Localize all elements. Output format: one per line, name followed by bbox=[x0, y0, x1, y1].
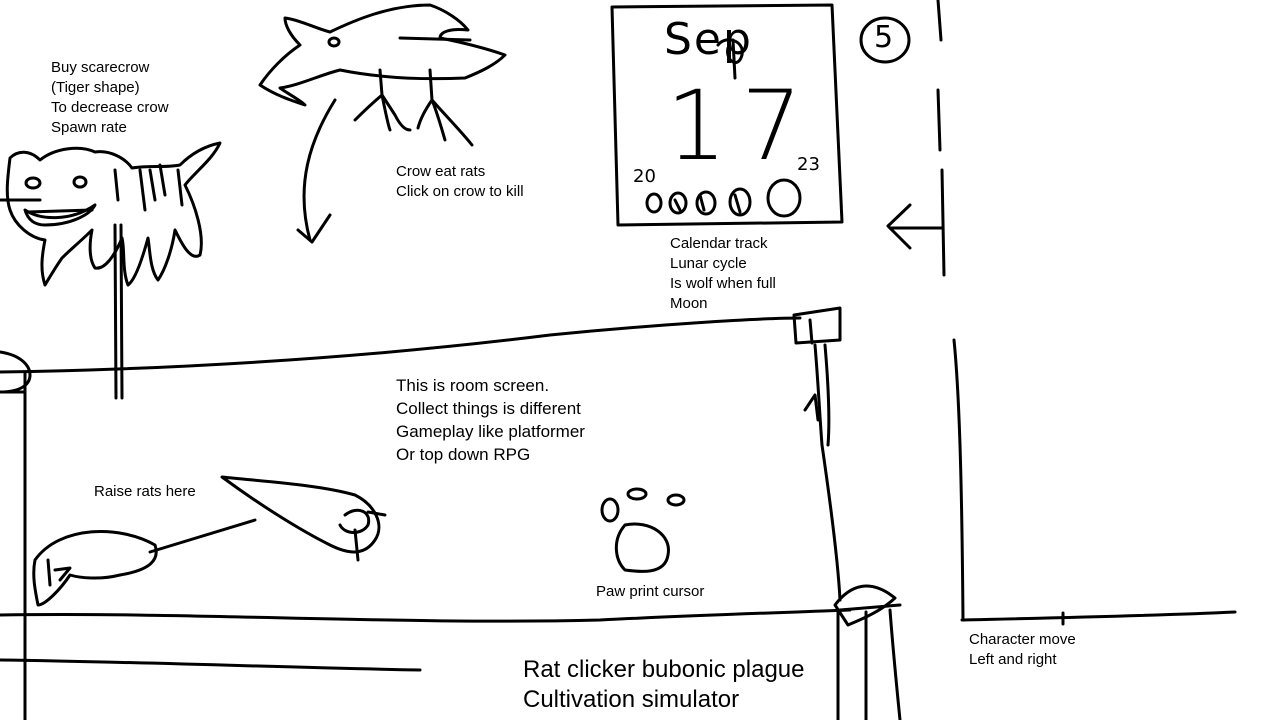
page-number: 5 bbox=[874, 20, 893, 55]
tiger-scarecrow-drawing bbox=[0, 143, 220, 398]
calendar-day: 17 bbox=[666, 70, 816, 182]
game-title-line: Rat clicker bubonic plague bbox=[523, 655, 805, 685]
room-note-line: Collect things is different bbox=[396, 397, 585, 420]
room-note: This is room screen. Collect things is d… bbox=[396, 374, 585, 466]
character-note-line: Character move bbox=[969, 630, 1076, 650]
calendar-note-line: Moon bbox=[670, 294, 776, 314]
moon-start-day: 20 bbox=[633, 166, 656, 187]
character-note-line: Left and right bbox=[969, 650, 1076, 670]
crow-note: Crow eat rats Click on crow to kill bbox=[396, 162, 524, 202]
game-title-line: Cultivation simulator bbox=[523, 685, 805, 715]
calendar-note-line: Is wolf when full bbox=[670, 274, 776, 294]
scarecrow-note-line: Spawn rate bbox=[51, 118, 169, 138]
crow-note-line: Click on crow to kill bbox=[396, 182, 524, 202]
rat-drawing bbox=[222, 477, 385, 560]
calendar-note-line: Calendar track bbox=[670, 234, 776, 254]
room-note-line: Gameplay like platformer bbox=[396, 420, 585, 443]
character-note: Character move Left and right bbox=[969, 630, 1076, 670]
rat-drawing bbox=[34, 520, 255, 605]
room-note-line: Or top down RPG bbox=[396, 443, 585, 466]
character-track-drawing bbox=[962, 612, 1235, 624]
calendar-note-line: Lunar cycle bbox=[670, 254, 776, 274]
scarecrow-note: Buy scarecrow (Tiger shape) To decrease … bbox=[51, 58, 169, 138]
scarecrow-note-line: To decrease crow bbox=[51, 98, 169, 118]
paw-print-drawing bbox=[602, 489, 684, 571]
room-note-line: This is room screen. bbox=[396, 374, 585, 397]
crow-drawing bbox=[260, 5, 505, 242]
edge-strokes bbox=[938, 0, 963, 620]
crow-note-line: Crow eat rats bbox=[396, 162, 524, 182]
calendar-note: Calendar track Lunar cycle Is wolf when … bbox=[670, 234, 776, 314]
moon-end-day: 23 bbox=[797, 154, 820, 175]
arrow-left-drawing bbox=[888, 205, 942, 248]
scarecrow-note-line: Buy scarecrow bbox=[51, 58, 169, 78]
game-title: Rat clicker bubonic plague Cultivation s… bbox=[523, 655, 805, 715]
scarecrow-note-line: (Tiger shape) bbox=[51, 78, 169, 98]
calendar-month: Sep bbox=[664, 14, 753, 65]
paw-note: Paw print cursor bbox=[596, 582, 704, 602]
rats-note: Raise rats here bbox=[94, 482, 196, 502]
